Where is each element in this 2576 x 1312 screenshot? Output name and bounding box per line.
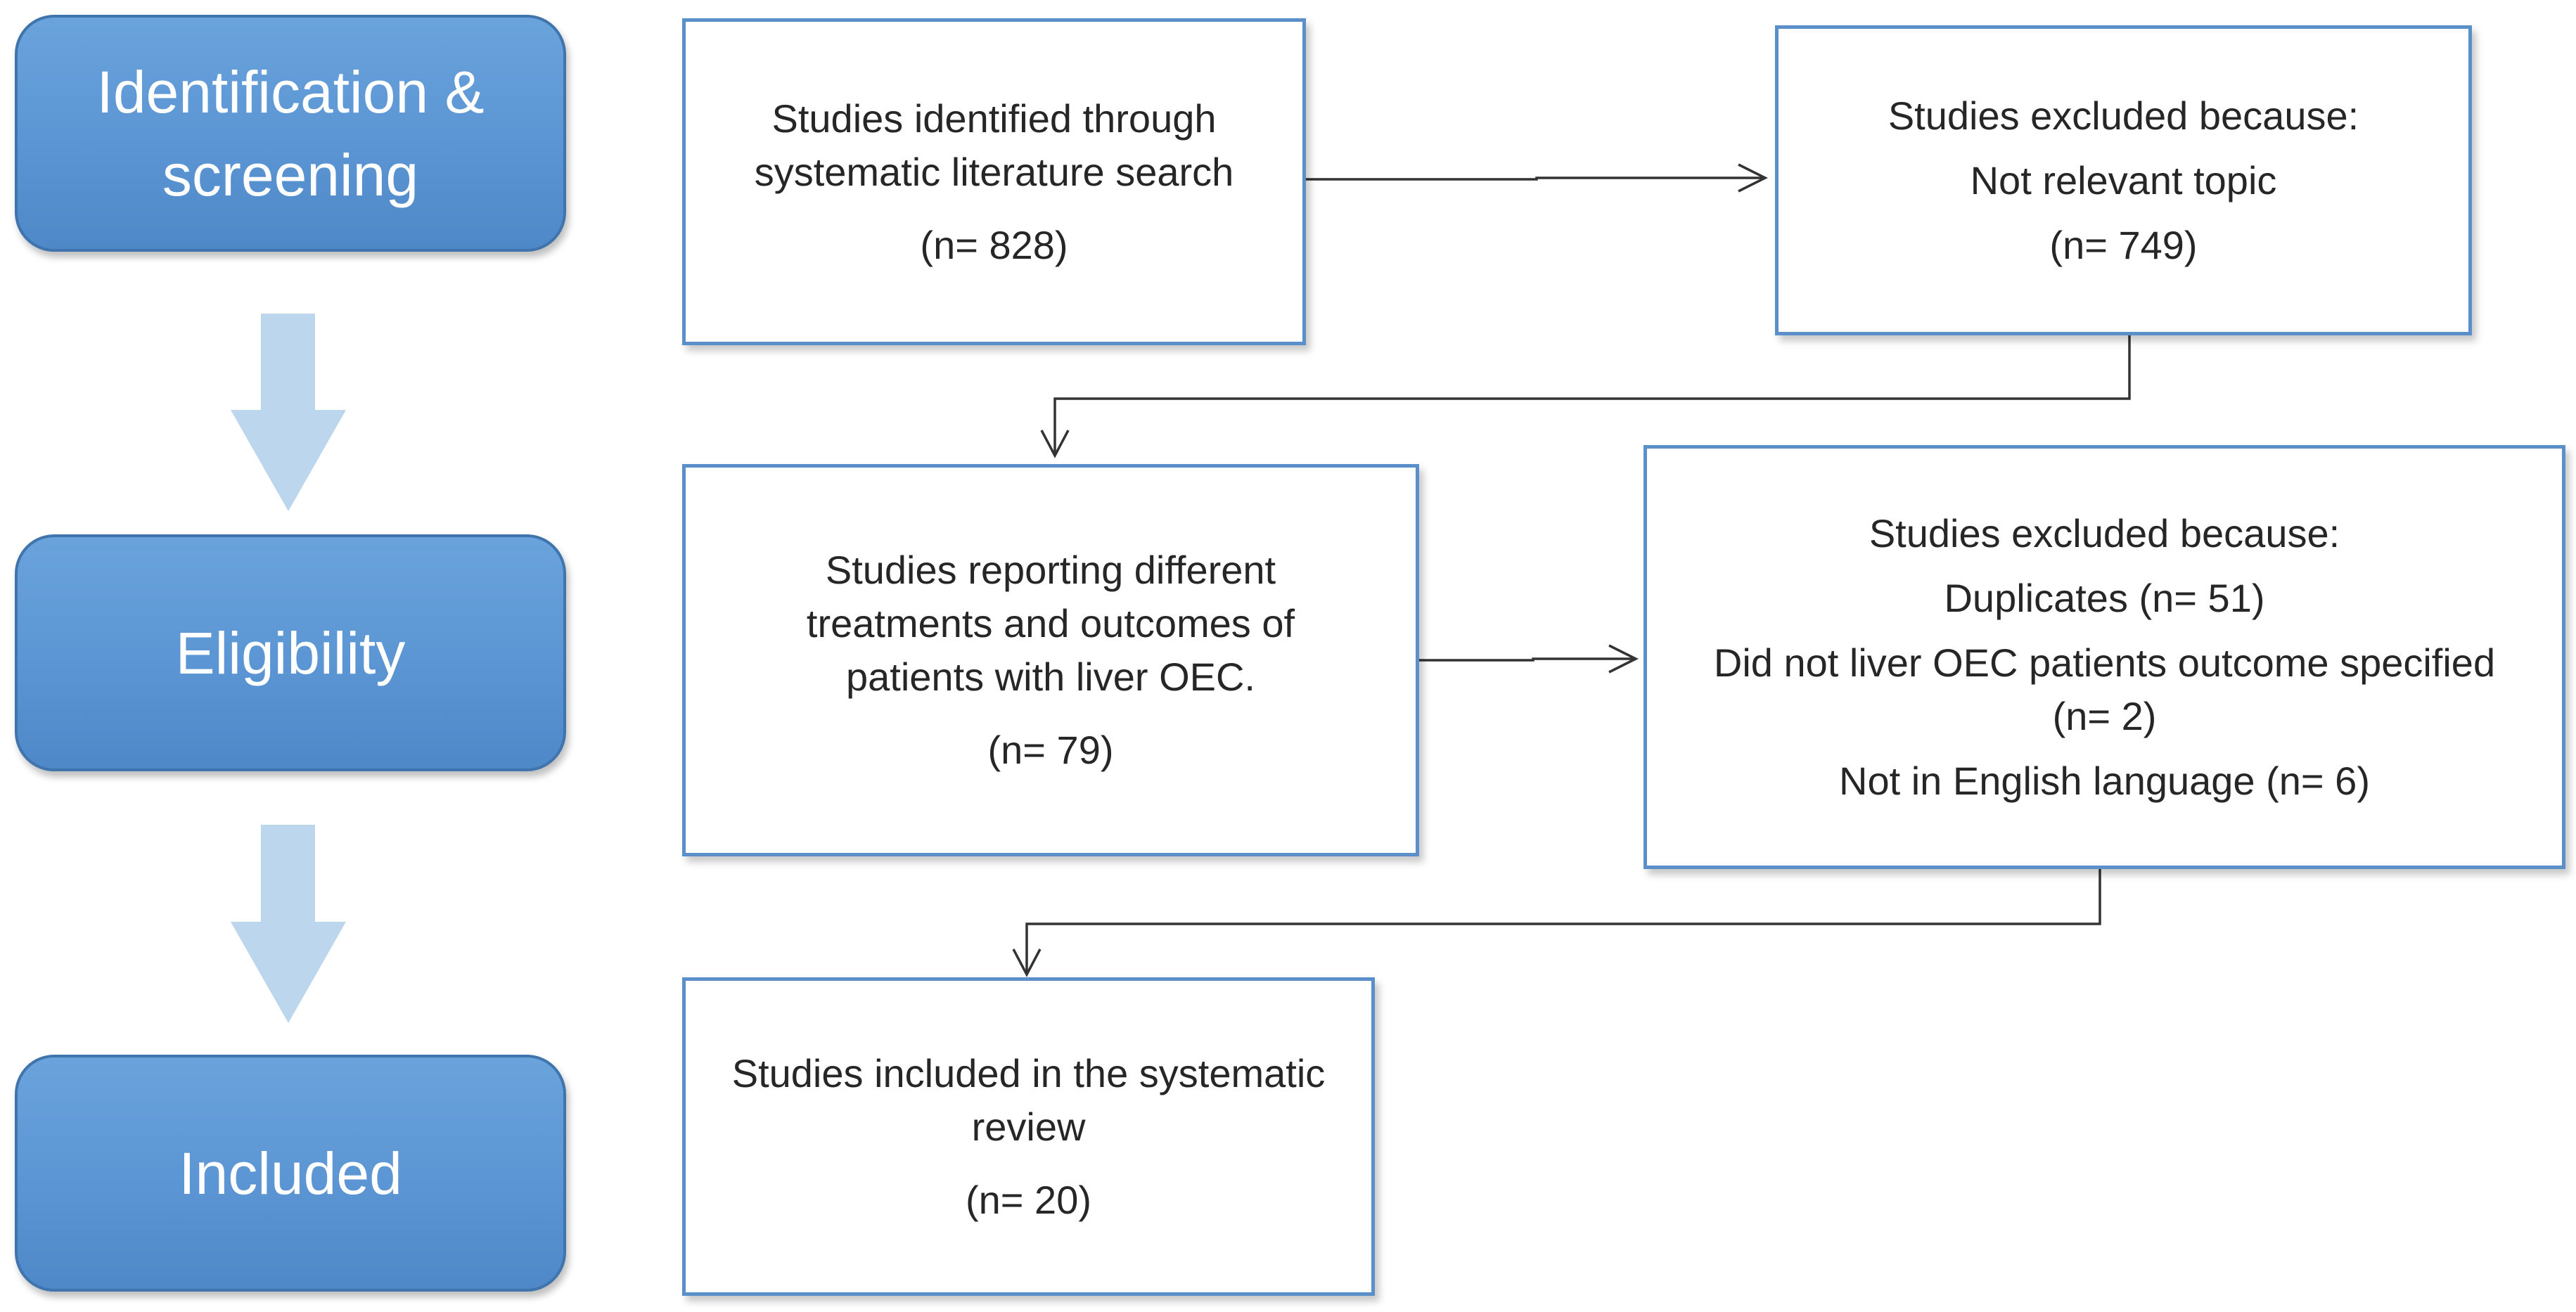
box-excluded-not-relevant: Studies excluded because: Not relevant t… xyxy=(1775,25,2472,335)
box-reporting-line1: Studies reporting different xyxy=(825,548,1276,592)
box-excl-elig-line5: Not in English language (n= 6) xyxy=(1839,758,2370,803)
stage-eligibility-label: Eligibility xyxy=(175,619,406,686)
box-studies-included: Studies included in the systematic revie… xyxy=(682,977,1375,1296)
stage-down-arrow-2 xyxy=(231,825,346,1023)
arrowhead-excluded-eligibility xyxy=(1608,644,1639,674)
stage-identification-line2: screening xyxy=(162,141,419,208)
stage-included: Included xyxy=(15,1055,566,1292)
box-included-count: (n= 20) xyxy=(966,1177,1091,1222)
box-reporting-count: (n= 79) xyxy=(987,728,1114,772)
arrowhead-excluded-topic xyxy=(1738,163,1768,193)
box-excl-elig-line2: Duplicates (n= 51) xyxy=(1944,575,2265,620)
connector-identified-to-excluded xyxy=(1306,176,1762,181)
box-excluded-topic-line1: Studies excluded because: xyxy=(1888,93,2359,138)
box-excluded-eligibility: Studies excluded because: Duplicates (n=… xyxy=(1643,445,2565,869)
box-identified-count: (n= 828) xyxy=(920,222,1068,267)
box-excl-elig-line3: Did not liver OEC patients outcome speci… xyxy=(1713,640,2496,685)
box-studies-reporting: Studies reporting different treatments a… xyxy=(682,464,1419,856)
stage-down-arrow-1 xyxy=(231,314,346,511)
box-excluded-topic-line2: Not relevant topic xyxy=(1970,157,2277,202)
stage-included-label: Included xyxy=(179,1140,402,1207)
stage-identification-line1: Identification & xyxy=(96,58,485,125)
box-identified-line2: systematic literature search xyxy=(754,149,1234,194)
box-included-line1: Studies included in the systematic xyxy=(731,1050,1326,1095)
box-reporting-line2: treatments and outcomes of xyxy=(806,601,1295,645)
box-excluded-topic-count: (n= 749) xyxy=(2049,222,2198,267)
box-excl-elig-line4: (n= 2) xyxy=(2052,693,2157,738)
connector-excluded-to-reporting xyxy=(1053,335,2131,454)
box-included-line2: review xyxy=(971,1104,1086,1149)
arrowhead-reporting xyxy=(1040,430,1070,458)
box-studies-identified: Studies identified through systematic li… xyxy=(682,18,1306,345)
box-identified-line1: Studies identified through xyxy=(771,96,1217,141)
connector-excluded-to-included xyxy=(1025,869,2101,972)
box-reporting-line3: patients with liver OEC. xyxy=(846,655,1255,699)
stage-eligibility: Eligibility xyxy=(15,534,566,771)
box-excl-elig-line1: Studies excluded because: xyxy=(1869,510,2340,555)
connector-reporting-to-excluded xyxy=(1419,657,1633,662)
stage-identification-screening: Identification & screening xyxy=(15,15,566,252)
arrowhead-included-review xyxy=(1012,948,1042,977)
